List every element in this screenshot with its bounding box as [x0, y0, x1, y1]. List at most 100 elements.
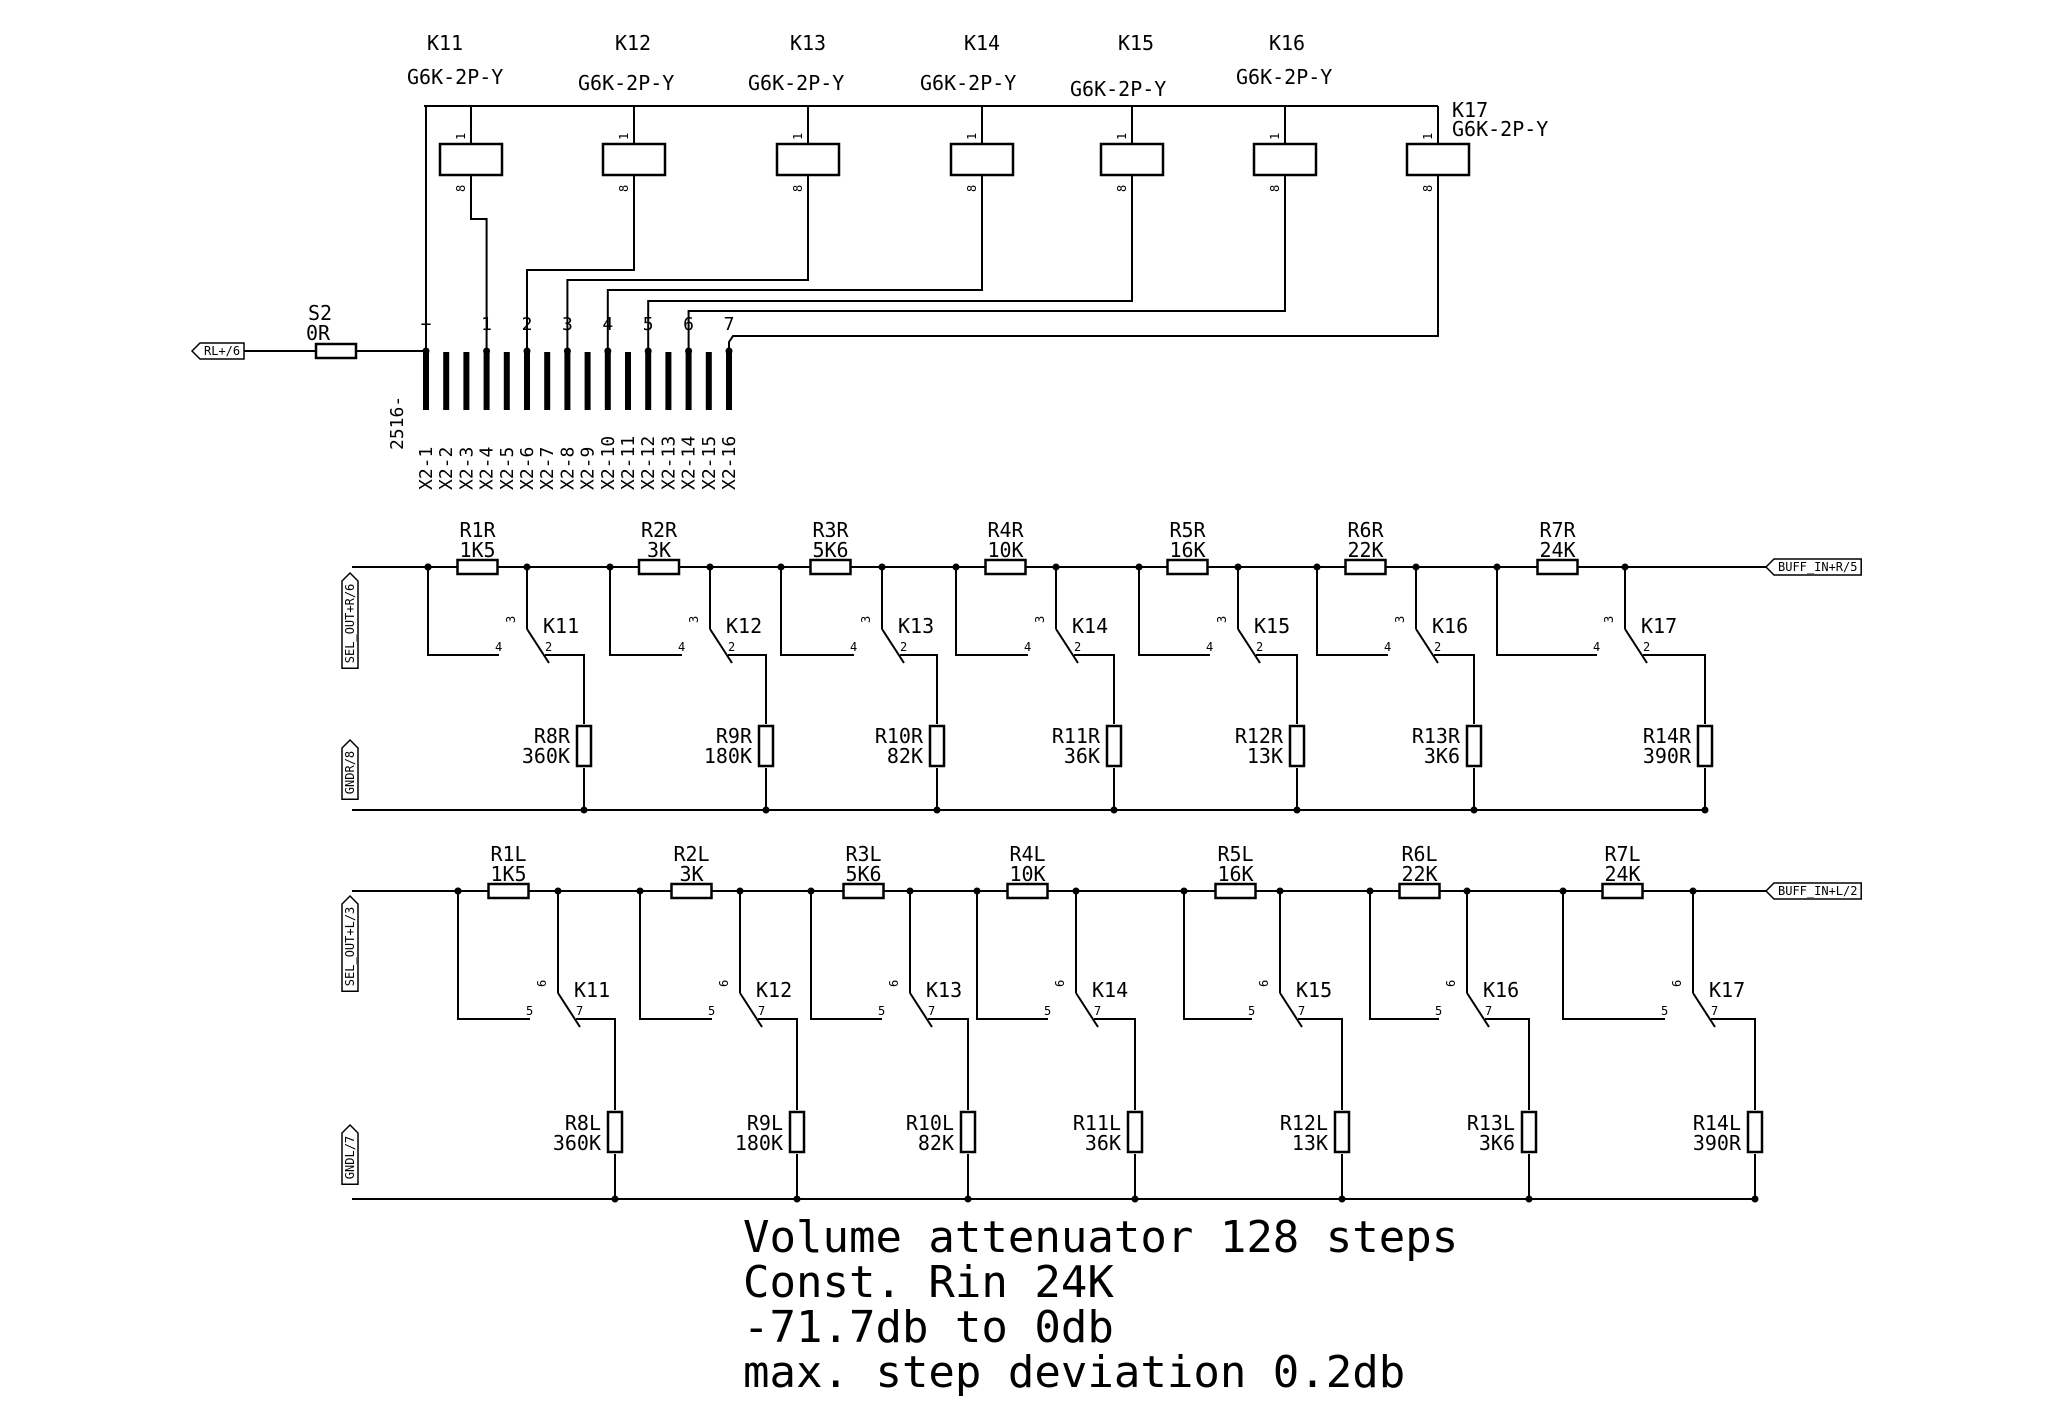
series-resistor-name: R5R: [1169, 518, 1206, 542]
coil-type: G6K-2P-Y: [578, 71, 674, 95]
coil-pin: 1: [617, 133, 631, 140]
resistor-body: [487, 882, 530, 900]
shunt-resistor-value: 82K: [887, 744, 923, 768]
shunt-resistor-value: 180K: [704, 744, 752, 768]
nc-wire: [976, 891, 1048, 1020]
port-frame: [341, 894, 359, 992]
switch-pin: 7: [1094, 1004, 1101, 1018]
net-label: +: [421, 314, 432, 335]
shunt-resistor-name: R11R: [1052, 724, 1101, 748]
series-resistor-name: R6R: [1347, 518, 1384, 542]
shunt-resistor-name: R11L: [1073, 1111, 1121, 1135]
coil-pin: 1: [791, 133, 805, 140]
resistor-body: [606, 1110, 624, 1154]
port-label: GNDR/8: [343, 751, 357, 794]
connector-pin-label: X2-16: [719, 436, 740, 490]
coil-type: G6K-2P-Y: [407, 65, 503, 89]
coil-pin: 1: [1115, 133, 1129, 140]
junction-dot: [424, 563, 432, 571]
note-title: Volume attenuator 128 steps: [743, 1212, 1458, 1263]
shunt-resistor-value: 180K: [735, 1131, 783, 1155]
no-wire: [1711, 1018, 1756, 1110]
junction-dot: [1470, 806, 1478, 814]
resistor-body: [1536, 558, 1579, 576]
switch-pin: 6: [1444, 980, 1458, 987]
series-resistor-name: R7R: [1539, 518, 1576, 542]
port-frame: [1764, 558, 1862, 576]
wires: [244, 105, 1766, 1203]
shunt-resistor-name: R9L: [747, 1111, 783, 1135]
resistor-body: [1696, 724, 1714, 768]
no-wire: [1485, 1018, 1530, 1110]
switch-pin: 5: [1044, 1004, 1051, 1018]
series-resistor-name: R4R: [987, 518, 1024, 542]
nc-wire: [810, 891, 882, 1020]
switch-blade: [709, 628, 733, 664]
switch-pin: 5: [526, 1004, 533, 1018]
junction-dot: [1701, 806, 1709, 814]
switch-pin: 4: [1206, 640, 1213, 654]
switch-name: K17: [1709, 978, 1745, 1002]
switch-pin: 6: [1053, 980, 1067, 987]
junction-dot: [1293, 806, 1301, 814]
switch-pin: 7: [1298, 1004, 1305, 1018]
port-frame: [341, 1123, 359, 1185]
switch-pin: 5: [878, 1004, 885, 1018]
switch-name: K15: [1296, 978, 1332, 1002]
resistor-body: [1006, 882, 1049, 900]
switch-name: K12: [726, 614, 762, 638]
nc-wire: [457, 891, 530, 1020]
junction-dot: [454, 887, 462, 895]
net-label: 5: [643, 314, 654, 335]
switch-pin: 7: [758, 1004, 765, 1018]
port-label: SEL_OUT+L/3: [343, 907, 357, 986]
switch-name: K14: [1092, 978, 1128, 1002]
connector-pin-label: X2-12: [638, 436, 659, 490]
switch-pin: 3: [1393, 616, 1407, 623]
switch-blade: [1075, 992, 1099, 1028]
resistor-body: [575, 724, 593, 768]
resistor-body: [456, 558, 499, 576]
series-resistor-value: 1K5: [490, 862, 526, 886]
coil-route-k13: [566, 196, 809, 351]
shunt-resistor-value: 3K6: [1424, 744, 1460, 768]
coil-route-k15: [647, 196, 1133, 351]
switch-pin: 2: [900, 640, 907, 654]
shunt-resistor-value: 390R: [1693, 1131, 1742, 1155]
connector-pin-label: X2-1: [416, 447, 437, 490]
coil-name: K12: [615, 31, 651, 55]
connector-pin-label: X2-5: [497, 447, 518, 490]
switch-pin: 2: [1256, 640, 1263, 654]
switch-pin: 7: [1711, 1004, 1718, 1018]
shunt-resistor-value: 3K6: [1479, 1131, 1515, 1155]
coil-name: K16: [1269, 31, 1305, 55]
switch-name: K13: [926, 978, 962, 1002]
relay-coil-k15: [1099, 142, 1165, 177]
switch-name: K16: [1483, 978, 1519, 1002]
switch-blade: [526, 628, 550, 664]
switch-name: K11: [574, 978, 610, 1002]
no-wire: [576, 1018, 616, 1110]
nc-wire: [955, 567, 1028, 656]
port-frame: [190, 342, 245, 360]
port-label: SEL_OUT+R/6: [343, 584, 357, 663]
shunt-resistor-name: R8L: [565, 1111, 601, 1135]
resistor-body: [928, 724, 946, 768]
port-label: GNDL/7: [343, 1136, 357, 1179]
relay-coil-k14: [949, 142, 1015, 177]
resistor-body: [809, 558, 852, 576]
relay-coil-k13: [775, 142, 841, 177]
shunt-resistor-name: R8R: [534, 724, 571, 748]
junction-dot: [933, 806, 941, 814]
resistor-body: [984, 558, 1027, 576]
switch-pin: 5: [708, 1004, 715, 1018]
coil-name: K11: [427, 31, 463, 55]
nc-wire: [1316, 567, 1388, 656]
resistor-body: [1333, 1110, 1351, 1154]
coil-route-k17: [728, 196, 1439, 351]
resistor-body: [670, 882, 713, 900]
switch-pin: 7: [928, 1004, 935, 1018]
series-resistor-name: R3R: [812, 518, 849, 542]
no-wire: [928, 1018, 969, 1110]
switch-pin: 6: [717, 980, 731, 987]
